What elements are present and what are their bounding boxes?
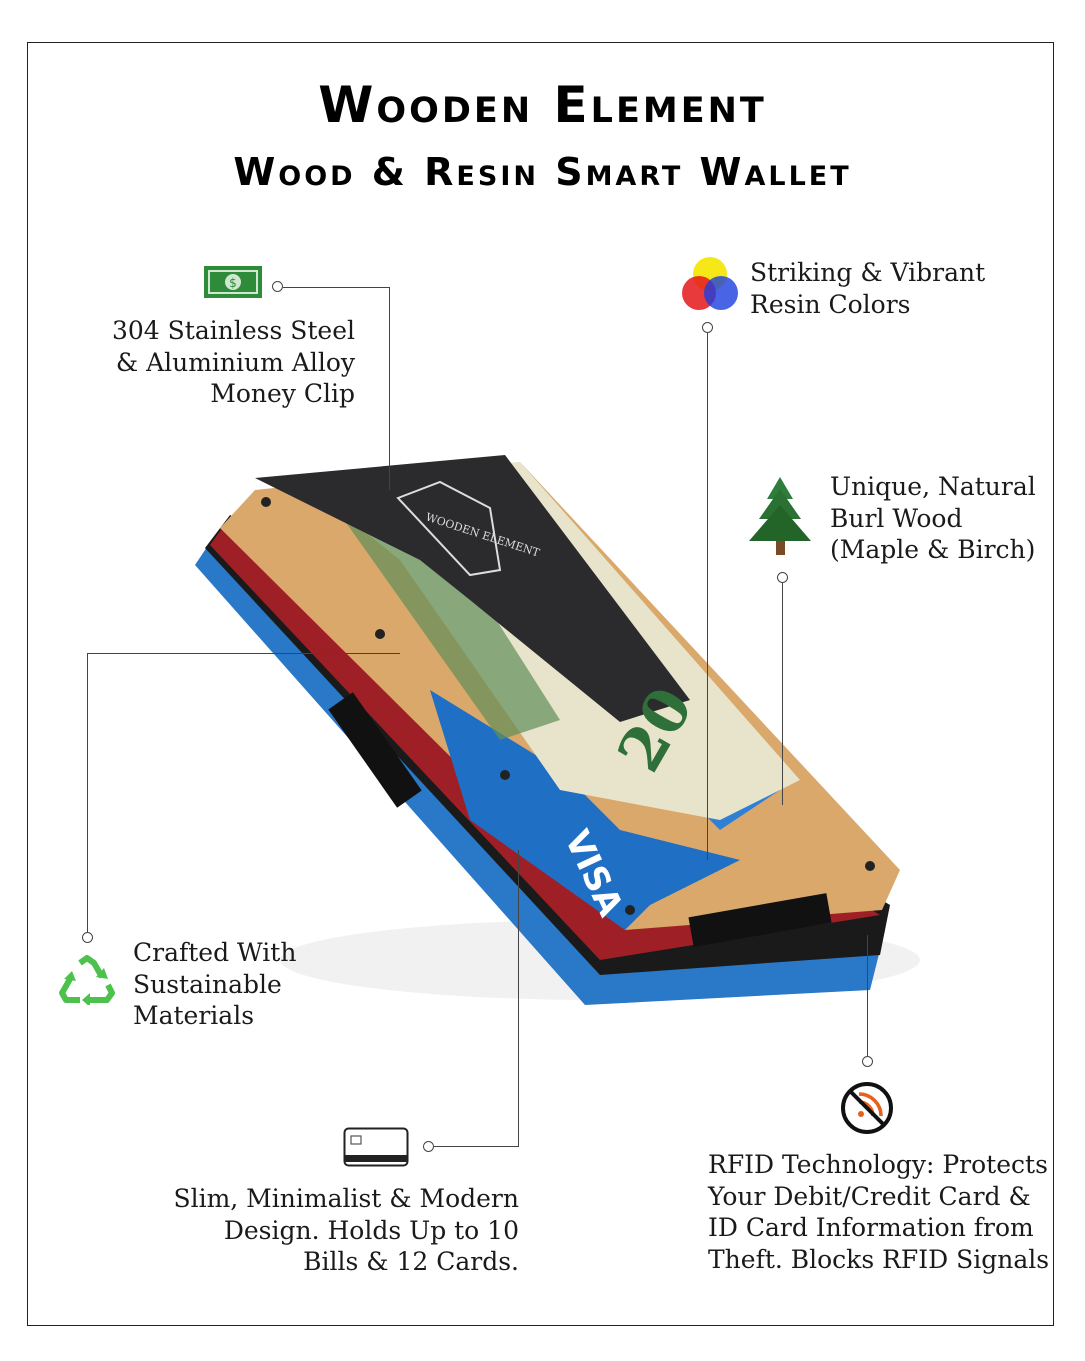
resin-inlay bbox=[430, 690, 740, 930]
page-subtitle: Wood & Resin Smart Wallet bbox=[233, 150, 852, 194]
no-rfid-icon bbox=[841, 1082, 893, 1134]
callout-dot bbox=[777, 572, 788, 583]
svg-text:$: $ bbox=[229, 276, 237, 290]
callout-dot bbox=[82, 932, 93, 943]
callout-dot bbox=[702, 322, 713, 333]
credit-card-icon bbox=[343, 1127, 409, 1167]
recycle-icon bbox=[59, 955, 115, 1005]
callout-dot bbox=[423, 1141, 434, 1152]
banknote-icon: $ bbox=[204, 266, 262, 298]
border-frame bbox=[27, 42, 1054, 1326]
callout-dot bbox=[272, 281, 283, 292]
callout-dot bbox=[862, 1056, 873, 1067]
color-circles-icon bbox=[682, 257, 738, 310]
page-title: Wooden Element bbox=[318, 76, 767, 134]
pine-tree-icon bbox=[749, 477, 811, 555]
money-clip bbox=[255, 455, 690, 722]
